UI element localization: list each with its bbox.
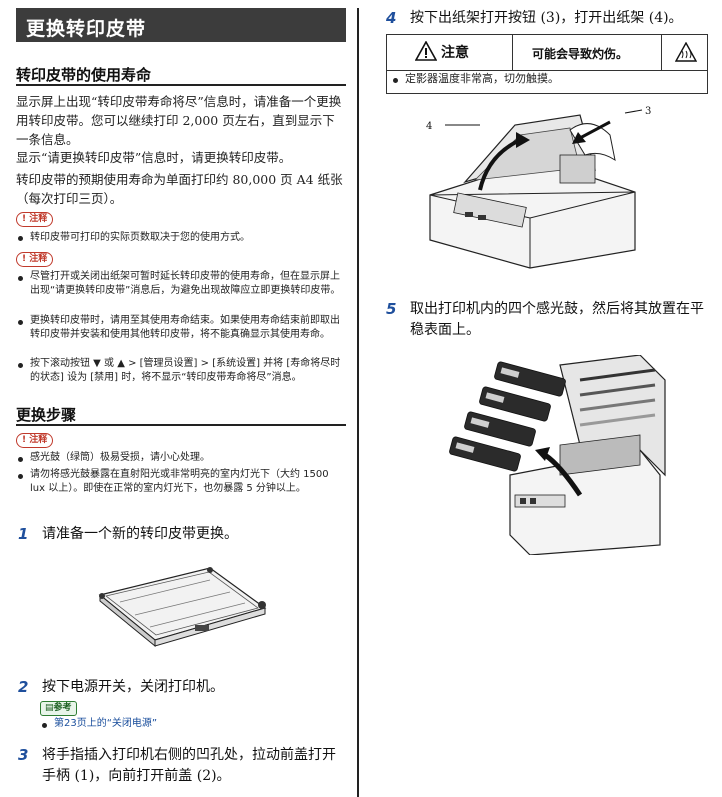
exclamation-icon: ! (22, 435, 27, 445)
reference-link-power-off[interactable]: 第23页上的“关闭电源” (54, 718, 158, 729)
warning-triangle-icon (415, 41, 437, 61)
page-title-bar: 更换转印皮带 (16, 8, 346, 42)
exclamation-icon: ! (22, 214, 27, 224)
paragraph-lifespan-1: 显示屏上出现“转印皮带寿命将尽”信息时，请准备一个更换用转印皮带。您可以继续打印… (16, 94, 342, 147)
transfer-belt-illustration (98, 567, 267, 648)
book-icon: ▤ (45, 703, 54, 713)
bullet-icon (393, 78, 398, 83)
step2-text: 按下电源开关，关闭打印机。 (42, 679, 224, 695)
note3-item: 感光鼓（绿筒）极易受损，请小心处理。 (30, 452, 210, 463)
note-badge: ! 注释 (16, 212, 54, 227)
bullet-icon (18, 276, 23, 281)
step4-text: 按下出纸架打开按钮 (3)，打开出纸架 (4)。 (410, 10, 683, 26)
bullet-icon (18, 320, 23, 325)
caution-title-cell: 注意 (387, 35, 513, 70)
callout-3: 3 (645, 106, 651, 117)
caution-header-row: 注意 可能会导致灼伤。 (387, 35, 707, 71)
printer-open-tray-illustration: 4 3 (426, 106, 651, 269)
caution-box: 注意 可能会导致灼伤。 定影器温度非常高，切勿触摸。 (386, 34, 708, 94)
note-badge: ! 注释 (16, 252, 54, 267)
caution-item: 定影器温度非常高，切勿触摸。 (405, 72, 559, 85)
step-number: 2 (18, 678, 29, 696)
exclamation-icon: ! (22, 254, 27, 264)
section-heading-lifespan: 转印皮带的使用寿命 (16, 66, 152, 84)
caution-description: 可能会导致灼伤。 (532, 47, 629, 61)
note3-item: 请勿将感光鼓暴露在直射阳光或非常明亮的室内灯光下（大约 1500 lux 以上）… (30, 469, 329, 494)
page-title: 更换转印皮带 (26, 18, 147, 40)
column-divider (357, 8, 359, 797)
note1-item: 转印皮带可打印的实际页数取决于您的使用方式。 (30, 232, 250, 243)
bullet-icon (18, 236, 23, 241)
note2-item: 尽管打开或关闭出纸架可暂时延长转印皮带的使用寿命，但在显示屏上出现“请更换转印皮… (30, 271, 341, 296)
step-number: 4 (386, 9, 397, 27)
bullet-icon (18, 474, 23, 479)
note2-item: 按下滚动按钮 ▼ 或 ▲ > [管理员设置] > [系统设置] 并将 [寿命将尽… (30, 358, 341, 383)
step-number: 3 (18, 746, 29, 764)
step1-text: 请准备一个新的转印皮带更换。 (42, 526, 238, 542)
step-number: 5 (386, 300, 397, 318)
drum-removal-illustration (449, 355, 666, 555)
paragraph-lifespan-3: 转印皮带的预期使用寿命为单面打印约 80,000 页 A4 纸张（每次打印三页）… (16, 172, 343, 206)
section-heading-procedure: 更换步骤 (16, 406, 77, 424)
reference-badge: ▤参考 (40, 701, 77, 716)
heading-underline (16, 84, 346, 86)
callout-4: 4 (426, 121, 432, 132)
heading-underline (16, 424, 346, 426)
bullet-icon (18, 457, 23, 462)
paragraph-lifespan-2: 显示“请更换转印皮带”信息时，请更换转印皮带。 (16, 150, 292, 165)
caution-title: 注意 (441, 45, 469, 61)
note-badge: ! 注释 (16, 433, 54, 448)
step-number: 1 (18, 525, 29, 543)
bullet-icon (42, 723, 47, 728)
bullet-icon (18, 363, 23, 368)
hot-surface-icon (675, 42, 697, 62)
note2-item: 更换转印皮带时，请用至其使用寿命结束。如果使用寿命结束前即取出转印皮带并安装和使… (30, 315, 340, 340)
step3-text: 将手指插入打印机右侧的凹孔处，拉动前盖打开手柄 (1)，向前打开前盖 (2)。 (42, 747, 336, 784)
caution-desc-cell: 可能会导致灼伤。 (512, 35, 662, 70)
step5-text: 取出打印机内的四个感光鼓，然后将其放置在平稳表面上。 (410, 301, 704, 338)
